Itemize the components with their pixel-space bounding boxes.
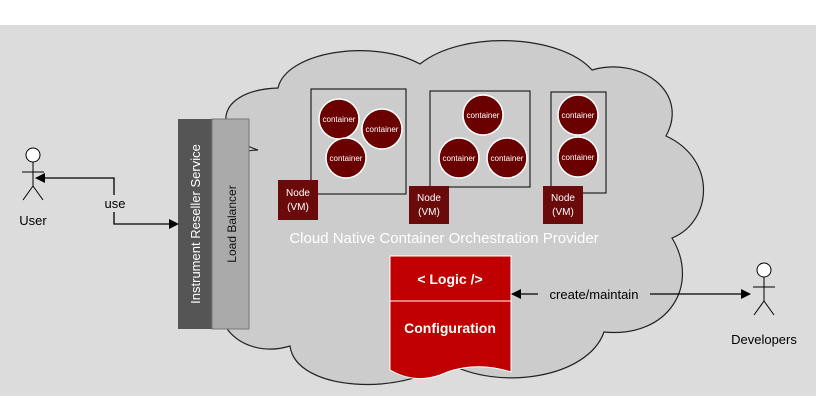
svg-text:container: container [562,153,595,162]
svg-text:container: container [562,111,595,120]
svg-text:container: container [330,154,363,163]
container-2-2: container [438,137,480,179]
svg-text:container: container [491,154,524,163]
load-balancer: Load Balancer [211,118,250,330]
vm-box-2 [429,90,531,188]
configuration-box [389,300,512,380]
developers-label: Developers [731,332,797,347]
load-balancer-label: Load Balancer [225,185,239,262]
svg-text:Node: Node [286,188,310,199]
instrument-reseller-service: Instrument Reseller Service [178,119,212,329]
svg-text:(VM): (VM) [287,202,309,213]
svg-text:Node: Node [551,193,575,204]
container-1-2: container [361,108,403,150]
use-label-bg [100,195,130,212]
user-label: User [19,213,47,228]
container-2-1: container [462,94,504,136]
node-vm-1: Node (VM) [278,180,318,220]
container-2-3: container [486,137,528,179]
container-1-3: container [325,137,367,179]
svg-text:container: container [323,115,356,124]
create-maintain-label: create/maintain [550,287,639,302]
logic-label: < Logic /> [417,271,482,287]
svg-text:(VM): (VM) [552,207,574,218]
reseller-label: Instrument Reseller Service [188,144,203,304]
svg-text:Node: Node [417,193,441,204]
svg-text:container: container [443,154,476,163]
vm-box-1 [310,88,407,195]
cloud-title: Cloud Native Container Orchestration Pro… [289,230,598,247]
use-label: use [105,196,126,211]
configuration-label: Configuration [404,320,496,336]
container-3-2: container [557,136,599,178]
node-vm-2: Node (VM) [409,186,449,224]
svg-text:container: container [366,125,399,134]
logic-config-document: < Logic /> Configuration [389,255,512,380]
svg-text:(VM): (VM) [418,207,440,218]
create-maintain-label-bg [538,286,650,302]
container-1-1: container [318,98,360,140]
developers-actor [753,262,775,316]
container-3-1: container [557,94,599,136]
node-vm-3: Node (VM) [543,186,583,224]
svg-text:container: container [467,111,500,120]
